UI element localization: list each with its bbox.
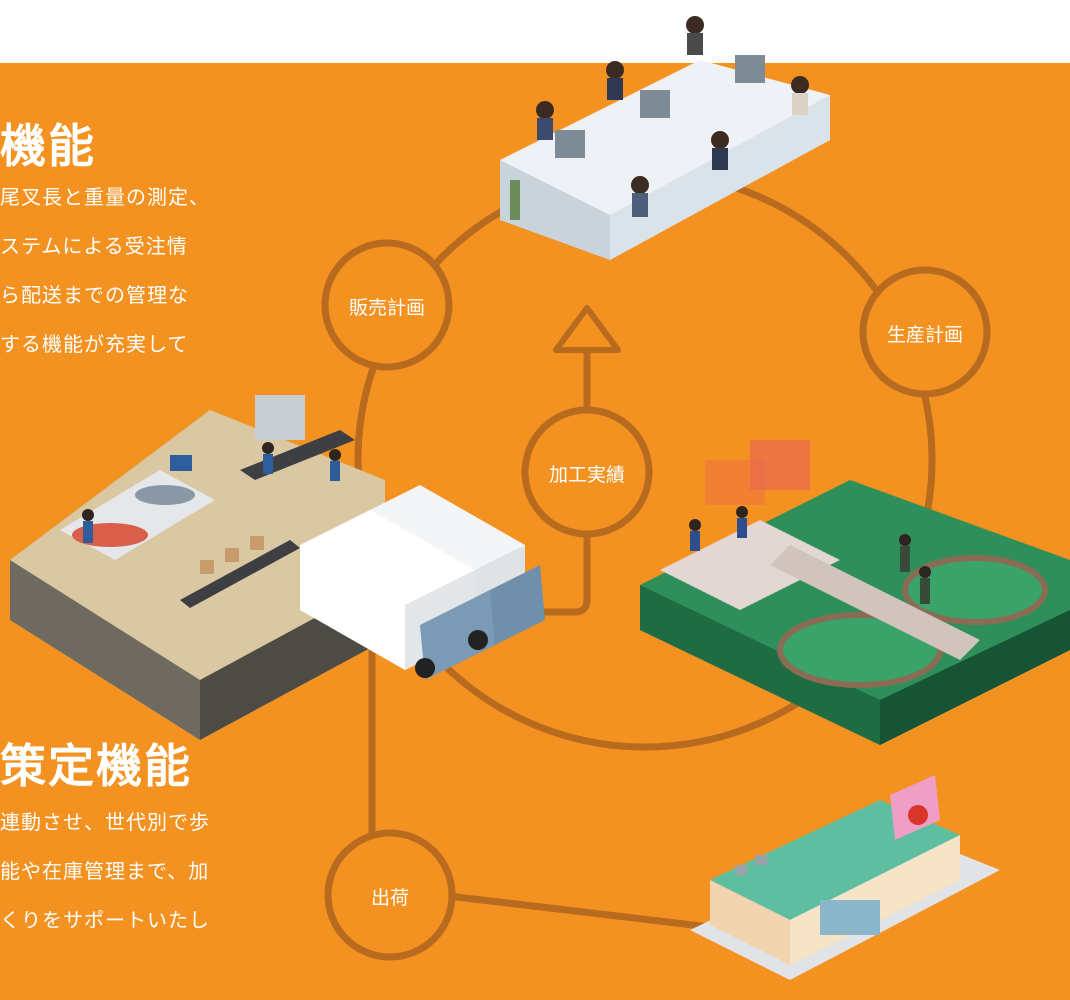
bottom-section-line-1: 連動させ、世代別で歩 — [0, 810, 210, 834]
shipping-to-store-line — [439, 891, 736, 934]
shipping-node — [324, 829, 456, 961]
processing-connector — [540, 530, 591, 616]
top-section-line-4: する機能が充実して — [0, 332, 189, 356]
production-plan-node — [859, 266, 991, 398]
top-section-heading: 機能 — [0, 119, 96, 173]
bottom-section-line-2: 能や在庫管理まで、加 — [0, 859, 210, 883]
processing-results-label: 加工実績 — [548, 464, 625, 486]
delivery-trucks-illustration — [300, 485, 545, 680]
aquaculture-tanks-illustration — [640, 440, 1070, 745]
production-plan-label: 生産計画 — [886, 324, 963, 346]
office-team-illustration — [500, 16, 830, 260]
fish-processing-plant-illustration — [10, 395, 385, 740]
top-section-line-1: 尾叉長と重量の測定、 — [0, 185, 210, 209]
up-arrow-icon — [553, 305, 621, 415]
top-section-line-2: ステムによる受注情 — [0, 234, 188, 258]
bottom-section-heading: 策定機能 — [0, 739, 192, 793]
bottom-section-line-3: くりをサポートいたし — [0, 908, 210, 932]
top-section-line-3: ら配送までの管理な — [0, 283, 189, 307]
sales-plan-node — [321, 239, 453, 371]
shipping-label: 出荷 — [370, 887, 409, 909]
sales-plan-label: 販売計画 — [348, 297, 425, 319]
processing-results-node — [521, 406, 653, 538]
supermarket-illustration — [690, 775, 1000, 980]
